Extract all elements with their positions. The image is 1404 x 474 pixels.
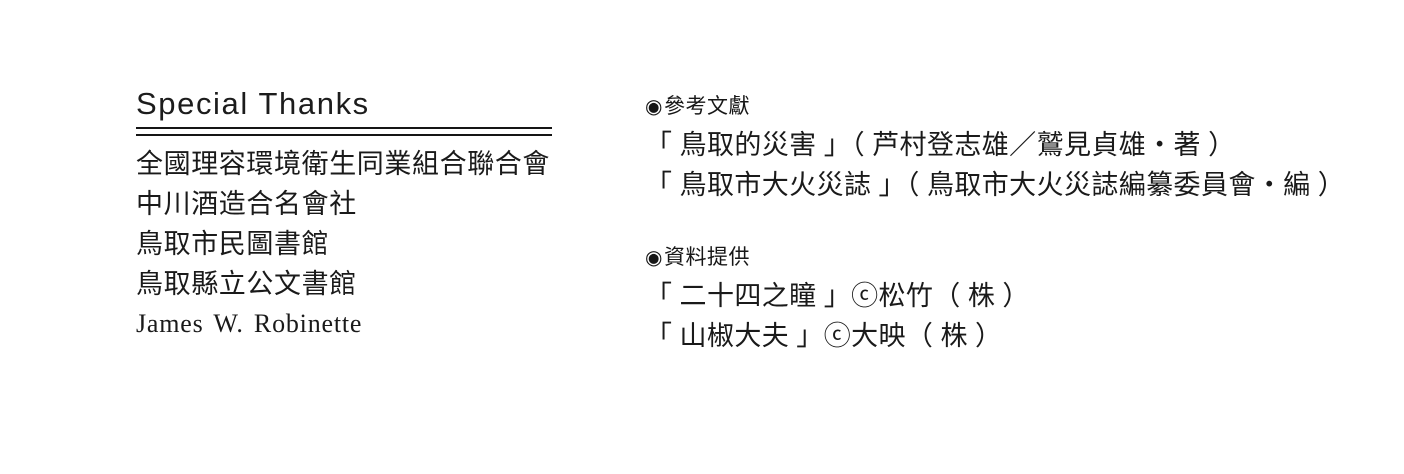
list-item: James W. Robinette bbox=[136, 309, 363, 338]
list-item: 「 鳥取市大火災誌 」（ 鳥取市大火災誌編纂委員會・編 ） bbox=[645, 170, 1346, 200]
section-title: 資料提供 bbox=[663, 246, 750, 269]
special-thanks-list: 全國理容環境衛生同業組合聯合會 中川酒造合名會社 鳥取市民圖書館 鳥取縣立公文書… bbox=[136, 144, 616, 344]
section-header-materials: ◉ 資料提供 bbox=[645, 243, 1365, 273]
special-thanks-column: Special Thanks 全國理容環境衛生同業組合聯合會 中川酒造合名會社 … bbox=[136, 86, 616, 344]
list-item: 鳥取市民圖書館 bbox=[136, 229, 330, 259]
filled-circle-bullet-icon: ◉ bbox=[645, 247, 663, 269]
references-list: 「 鳥取的災害 」（ 芦村登志雄／鷲見貞雄・著 ） 「 鳥取市大火災誌 」（ 鳥… bbox=[645, 125, 1365, 205]
list-item: 「 山椒大夫 」ⓒ大映（ 株 ） bbox=[645, 321, 1003, 351]
section-header-references: ◉ 參考文獻 bbox=[645, 92, 1365, 122]
list-item: 鳥取縣立公文書館 bbox=[136, 269, 357, 299]
section-references: ◉ 參考文獻 「 鳥取的災害 」（ 芦村登志雄／鷲見貞雄・著 ） 「 鳥取市大火… bbox=[645, 92, 1365, 205]
section-title: 參考文獻 bbox=[663, 95, 750, 118]
credits-column: ◉ 參考文獻 「 鳥取的災害 」（ 芦村登志雄／鷲見貞雄・著 ） 「 鳥取市大火… bbox=[645, 92, 1365, 356]
special-thanks-heading: Special Thanks bbox=[136, 86, 370, 121]
list-item: 「 鳥取的災害 」（ 芦村登志雄／鷲見貞雄・著 ） bbox=[645, 130, 1236, 160]
section-materials: ◉ 資料提供 「 二十四之瞳 」ⓒ松竹（ 株 ） 「 山椒大夫 」ⓒ大映（ 株 … bbox=[645, 243, 1365, 356]
divider-rule-top bbox=[136, 127, 552, 129]
list-item: 全國理容環境衛生同業組合聯合會 bbox=[136, 149, 550, 179]
heading-divider-group bbox=[136, 127, 552, 136]
filled-circle-bullet-icon: ◉ bbox=[645, 96, 663, 118]
list-item: 「 二十四之瞳 」ⓒ松竹（ 株 ） bbox=[645, 281, 1030, 311]
materials-list: 「 二十四之瞳 」ⓒ松竹（ 株 ） 「 山椒大夫 」ⓒ大映（ 株 ） bbox=[645, 276, 1365, 356]
list-item: 中川酒造合名會社 bbox=[136, 189, 357, 219]
divider-rule-bottom bbox=[136, 134, 552, 136]
